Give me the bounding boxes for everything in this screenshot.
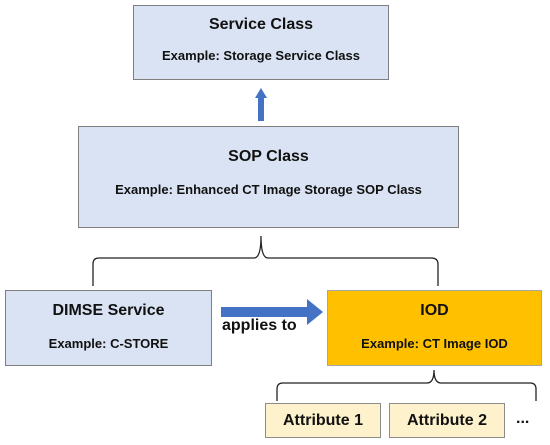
dimse-service-box: DIMSE Service Example: C-STORE — [5, 290, 212, 366]
sop-class-example: Example: Enhanced CT Image Storage SOP C… — [115, 182, 422, 197]
more-attributes-indicator: ... — [516, 410, 530, 427]
iod-title: IOD — [420, 302, 449, 319]
iod-box: IOD Example: CT Image IOD — [327, 290, 542, 366]
service-class-example: Example: Storage Service Class — [162, 48, 360, 63]
iod-brace — [276, 369, 537, 401]
dimse-service-title: DIMSE Service — [52, 302, 165, 319]
service-class-box: Service Class Example: Storage Service C… — [133, 5, 389, 80]
applies-to-label: applies to — [222, 317, 297, 334]
right-arrow — [221, 299, 323, 325]
dimse-service-example: Example: C-STORE — [48, 336, 169, 351]
sop-class-title: SOP Class — [228, 148, 309, 165]
attribute-box: Attribute 1 — [265, 403, 381, 438]
sop-brace — [92, 235, 439, 286]
sop-class-box: SOP Class Example: Enhanced CT Image Sto… — [78, 126, 459, 228]
iod-example: Example: CT Image IOD — [361, 336, 508, 351]
attribute-box: Attribute 2 — [389, 403, 505, 438]
up-arrow — [255, 88, 267, 121]
service-class-title: Service Class — [208, 16, 314, 33]
